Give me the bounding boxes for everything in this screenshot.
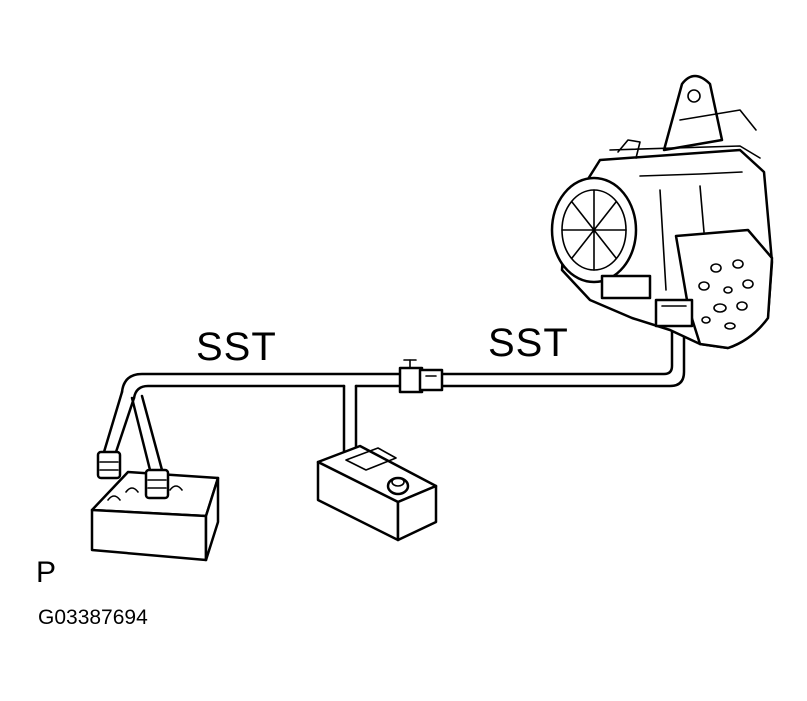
figure-code: G03387694 xyxy=(38,606,148,629)
battery-icon xyxy=(90,450,220,562)
sst-label-right: SST xyxy=(488,321,569,365)
sst-wire-harness xyxy=(102,320,686,472)
sst-label-left: SST xyxy=(196,325,277,369)
corner-letter: P xyxy=(36,556,56,589)
switch-box-icon xyxy=(316,444,438,542)
retractor-assembly-icon xyxy=(550,74,774,350)
connector-icon xyxy=(398,359,444,394)
